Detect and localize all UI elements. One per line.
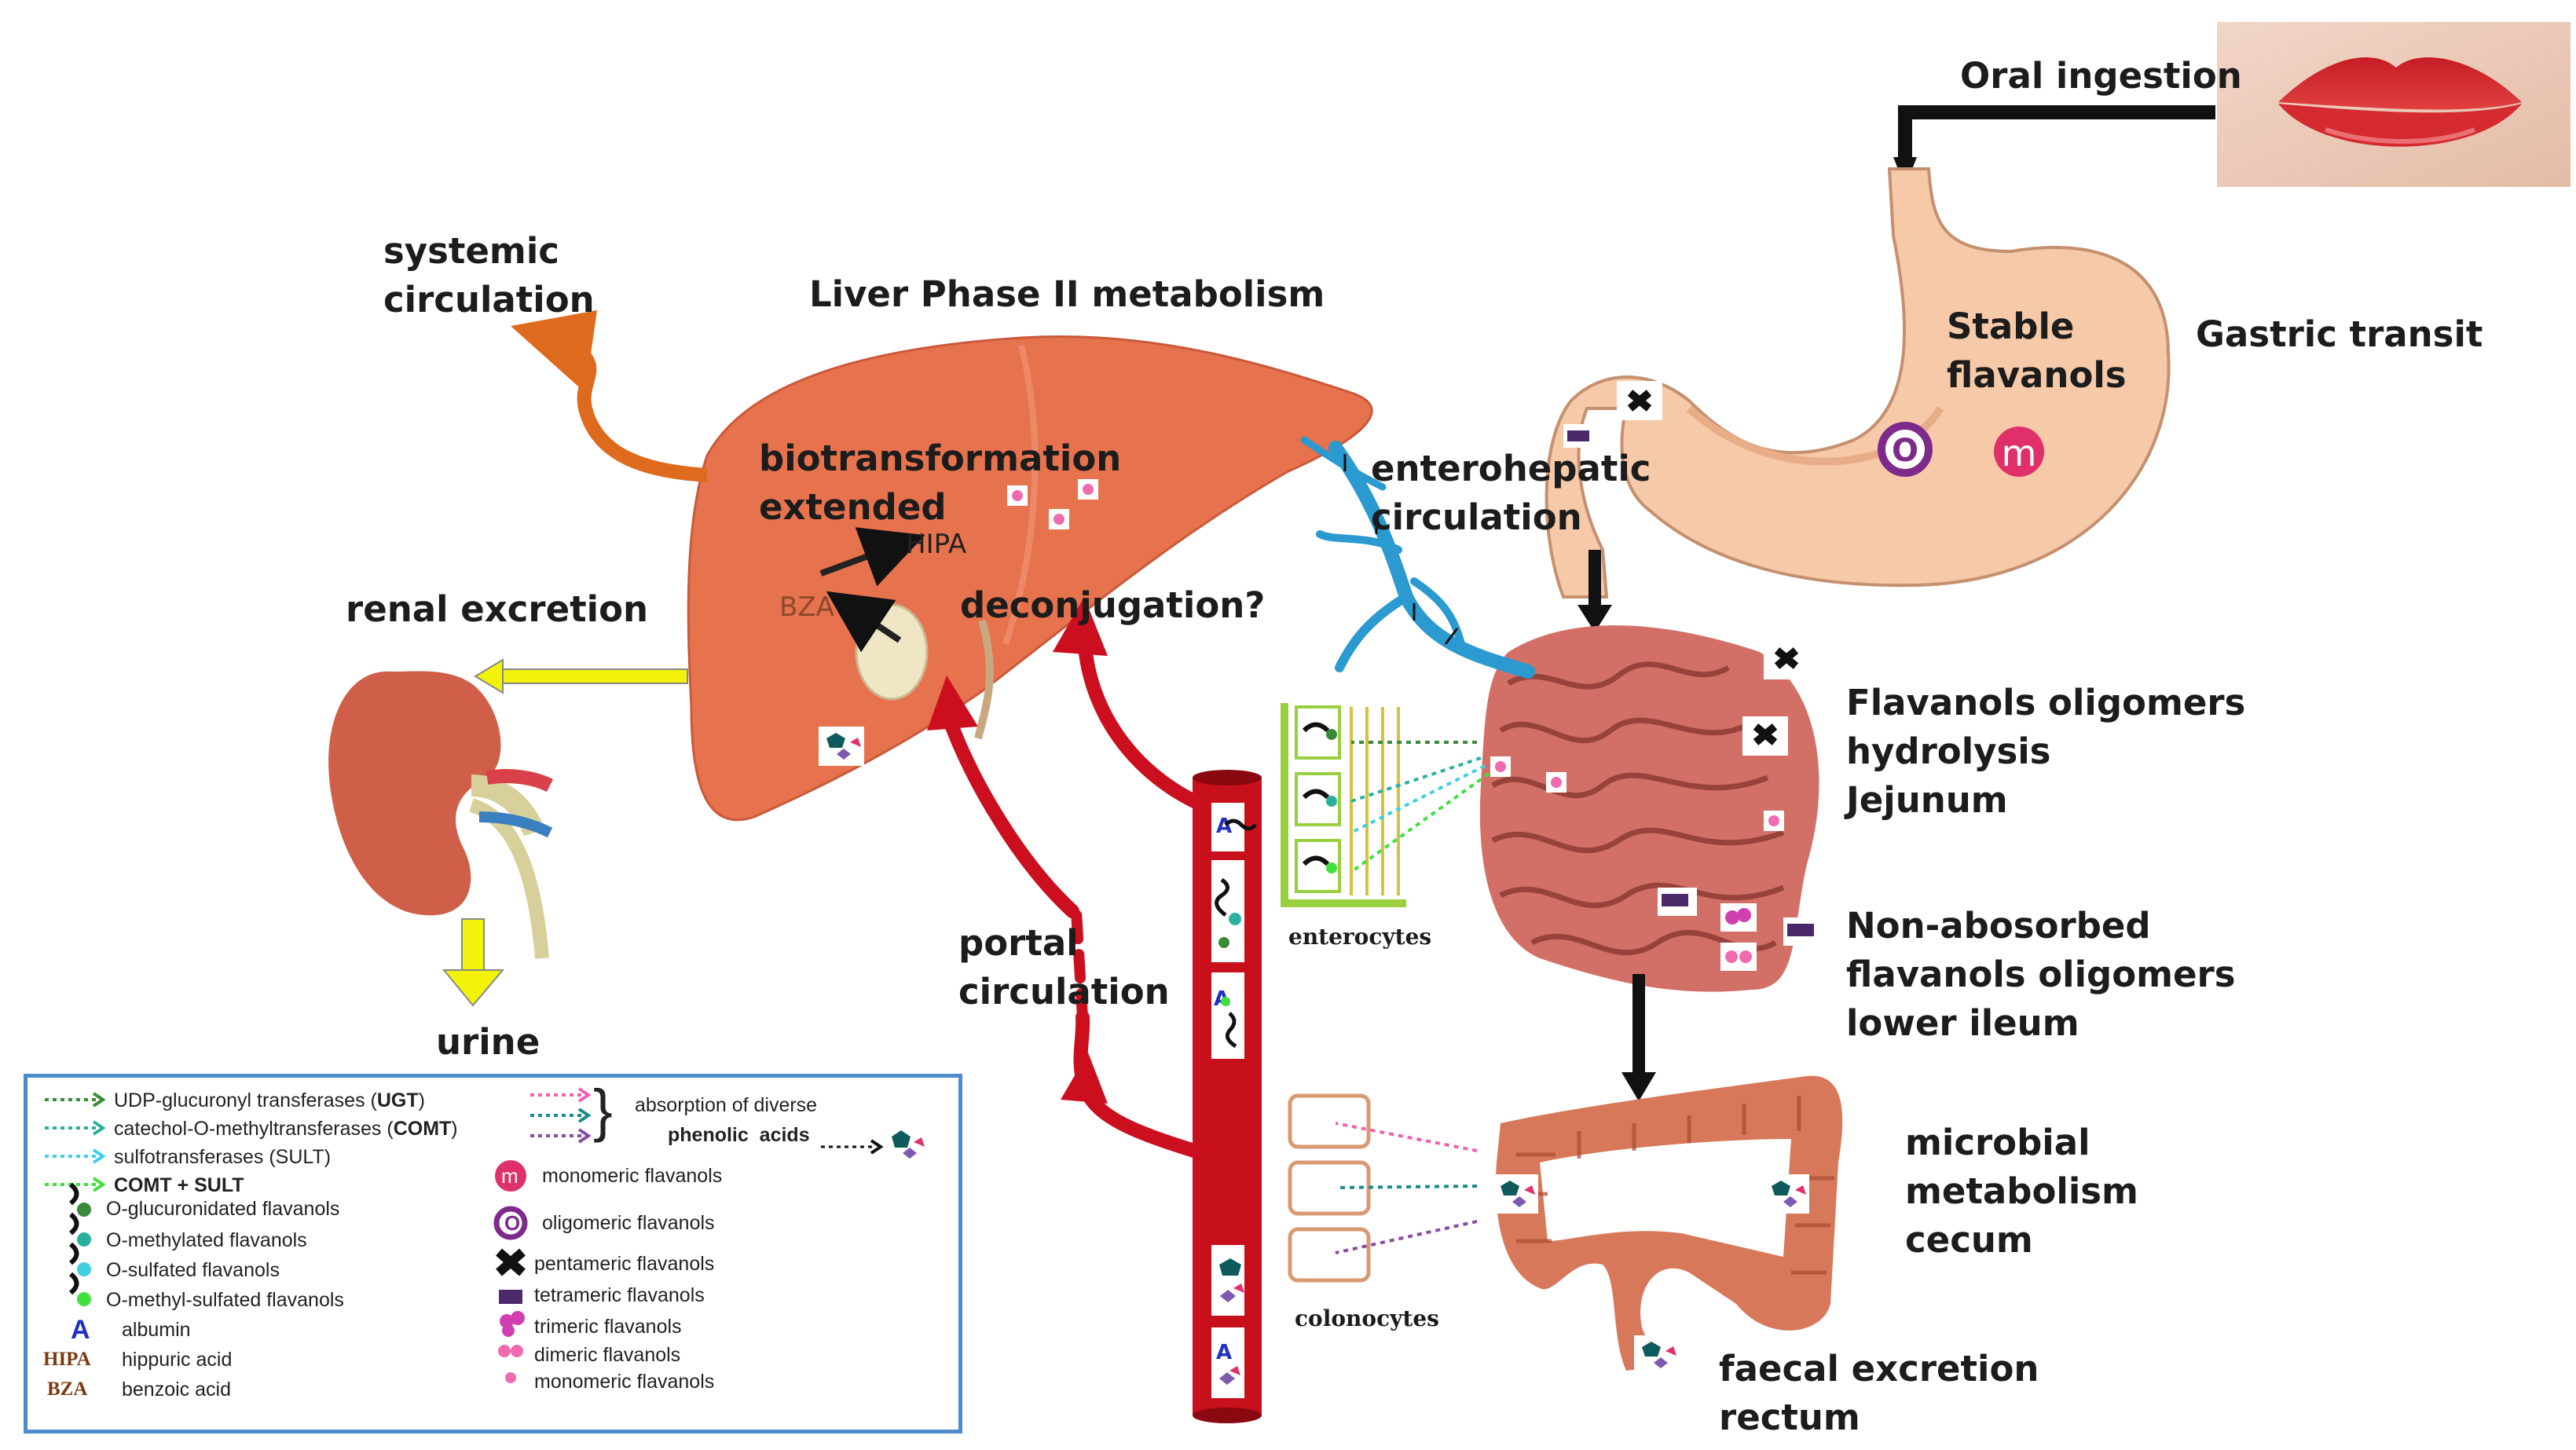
legend-pentameric: pentameric flavanols — [534, 1253, 715, 1275]
monomeric-symbol-icon: m — [1994, 427, 2044, 477]
oligomer-legend-icon: O — [504, 1211, 521, 1235]
legend-phenolic: phenolic acids — [668, 1124, 810, 1146]
legend-absorption: absorption of diverse — [635, 1094, 818, 1116]
oligomeric-symbol-icon: O — [1878, 422, 1933, 477]
legend-o-sulf: O-sulfated flavanols — [106, 1259, 280, 1281]
hipa-arrow — [819, 527, 925, 587]
cecum-label: microbial metabolism cecum — [1905, 1122, 2138, 1261]
enterocyte-cells — [1281, 703, 1406, 907]
jejunum-label: Flavanols oligomers hydrolysis Jejunum — [1846, 682, 2246, 821]
enterocyte-transport-arrows — [1350, 741, 1490, 873]
enterocytes-label: enterocytes — [1288, 924, 1432, 950]
deconjugation-label: deconjugation? — [960, 584, 1266, 626]
svg-text:A: A — [1216, 815, 1232, 838]
liver-phase-label: Liver Phase II metabolism — [809, 273, 1325, 315]
large-intestine — [1495, 1075, 1843, 1371]
renal-arrow — [474, 658, 688, 694]
legend-o-meth-sulf: O-methyl-sulfated flavanols — [106, 1289, 344, 1311]
svg-text:m: m — [2002, 432, 2037, 474]
oral-ingestion-label: Oral ingestion — [1960, 55, 2242, 97]
colonocyte-cells — [1288, 1093, 1371, 1283]
legend-box: A m O } UDP-glucuronyl transferases (UGT… — [24, 1074, 962, 1434]
enterohepatic-vessels — [1300, 436, 1535, 679]
vessel-metabolite-icons: A A A — [1214, 815, 1257, 1385]
gastric-transit-label: Gastric transit — [2196, 313, 2483, 355]
small-intestine — [1479, 625, 1819, 992]
legend-bza: benzoic acid — [122, 1379, 231, 1401]
svg-text:O: O — [1892, 433, 1918, 469]
systemic-circulation-arrow — [511, 310, 708, 482]
legend-hipa: hippuric acid — [122, 1349, 233, 1371]
enterohepatic-flow-arrows — [1343, 454, 1459, 645]
albumin-icon: A — [71, 1315, 90, 1345]
enterohepatic-label: enterohepatic circulation — [1371, 448, 1651, 538]
legend-o-gluc: O-glucuronidated flavanols — [106, 1198, 340, 1220]
legend-sult: sulfotransferases (SULT) — [114, 1146, 332, 1168]
systemic-circulation-label: systemic circulation — [383, 230, 595, 320]
legend-comt: catechol-O-methyltransferases (COMT) — [114, 1118, 458, 1140]
portal-circulation-arrows — [944, 621, 1201, 1158]
legend-bza-abbr: BZA — [47, 1379, 88, 1400]
colonocytes-label: colonocytes — [1295, 1305, 1439, 1331]
lips-photo — [2217, 22, 2571, 187]
legend-o-meth: O-methylated flavanols — [106, 1229, 307, 1251]
stable-flavanols-label: Stable flavanols — [1947, 306, 2127, 396]
biotransformation-label: biotransformation extended — [759, 438, 1122, 528]
legend-monomeric: monomeric flavanols — [534, 1371, 715, 1393]
flavanol-markers — [819, 381, 1823, 1375]
legend-dimeric: dimeric flavanols — [534, 1344, 681, 1366]
ileum-label: Non-abosorbed flavanols oligomers lower … — [1846, 905, 2236, 1044]
portal-circulation-label: portal circulation — [958, 922, 1170, 1012]
svg-text:A: A — [1216, 1341, 1232, 1364]
rectum-label: faecal excretion rectum — [1719, 1348, 2039, 1438]
oral-ingestion-arrow — [1893, 105, 2215, 187]
bza-label: BZA — [779, 591, 834, 623]
kidney — [328, 671, 554, 959]
legend-monomeric-m: monomeric flavanols — [542, 1165, 723, 1187]
blood-vessel — [1193, 770, 1262, 1423]
legend-albumin: albumin — [122, 1319, 191, 1341]
legend-trimeric: trimeric flavanols — [534, 1316, 682, 1338]
renal-excretion-label: renal excretion — [346, 588, 649, 630]
legend-ugt: UDP-glucuronyl transferases (UGT) — [114, 1089, 425, 1111]
legend-comt-sult: COMT + SULT — [114, 1174, 244, 1196]
legend-hipa-abbr: HIPA — [43, 1349, 91, 1370]
legend-symbols — [45, 1087, 925, 1383]
monomer-legend-icon: m — [501, 1164, 518, 1188]
legend-tetrameric: tetrameric flavanols — [534, 1284, 705, 1306]
legend-oligomeric: oligomeric flavanols — [542, 1212, 715, 1234]
urine-arrow — [442, 918, 505, 1007]
hipa-label: HIPA — [906, 529, 967, 560]
liver — [687, 335, 1373, 822]
urine-label: urine — [436, 1021, 540, 1063]
bza-arrow — [826, 591, 902, 653]
legend-bracket: } — [593, 1078, 613, 1143]
